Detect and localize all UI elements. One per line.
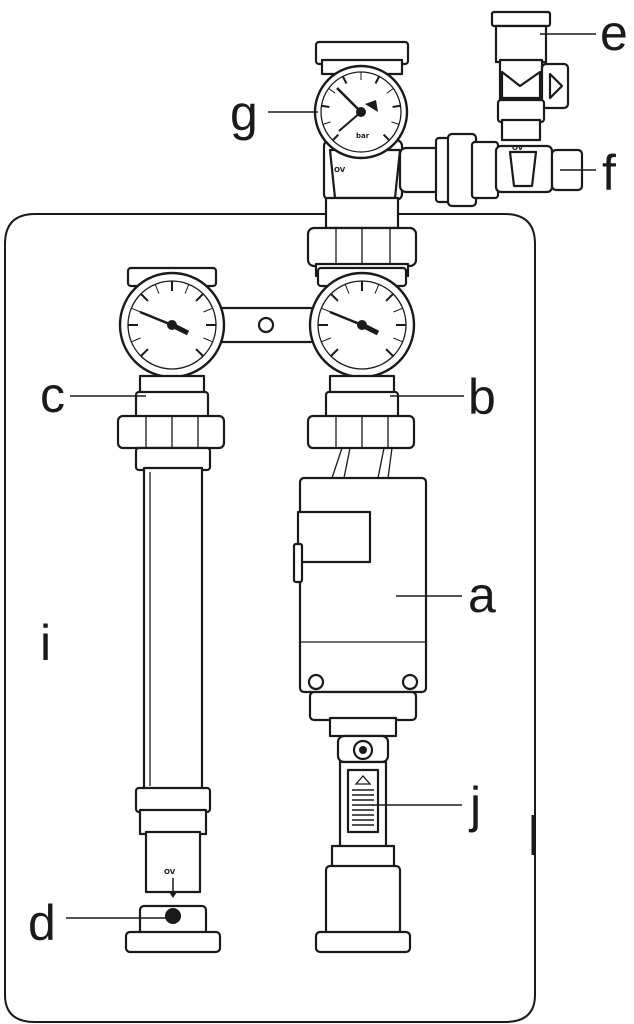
label-e: e	[600, 5, 628, 61]
flow-meter	[314, 734, 412, 954]
dial-tick	[328, 88, 336, 94]
dial-tick	[385, 293, 394, 302]
pressure-gauge-ticks	[321, 72, 401, 141]
thermometer-return	[116, 266, 226, 450]
dial-tick	[332, 133, 340, 141]
dial-tick	[385, 348, 394, 357]
dial-tick	[344, 284, 350, 294]
dial-tick	[382, 133, 390, 141]
dial-tick	[392, 104, 401, 108]
dial-tick	[184, 284, 190, 294]
thermometer-needle-return	[139, 310, 173, 327]
circulation-pump	[292, 447, 428, 738]
cross-bracket	[216, 306, 316, 344]
dial-tick	[321, 104, 330, 108]
pump-motor-housing	[298, 476, 428, 694]
label-d: d	[28, 895, 56, 951]
dial-tick	[195, 293, 204, 302]
insulation-shell-outline	[4, 213, 536, 1023]
dial-tick	[140, 348, 149, 357]
dial-tick	[154, 284, 160, 294]
return-pipe: OV	[124, 446, 222, 954]
pump-control-box	[296, 510, 372, 564]
dial-tick	[374, 75, 381, 84]
label-c: c	[40, 367, 65, 423]
dial-tick	[330, 293, 339, 302]
dial-tick	[131, 307, 141, 313]
dial-tick	[203, 337, 213, 343]
dial-tick	[321, 307, 331, 313]
thermometer-flow	[306, 266, 416, 450]
dial-tick	[393, 307, 403, 313]
dial-tick	[140, 293, 149, 302]
dial-tick	[131, 337, 141, 343]
check-valve-marking-top: OV	[334, 166, 346, 174]
dial-tick	[391, 121, 400, 125]
dial-tick	[386, 88, 394, 94]
dial-tick	[203, 307, 213, 313]
label-i: i	[40, 615, 51, 671]
pressure-gauge-needle	[336, 87, 362, 113]
label-b: b	[468, 369, 496, 425]
label-j: j	[468, 777, 481, 833]
dial-tick	[321, 337, 331, 343]
safety-valve	[490, 10, 570, 142]
side-connection: OV	[398, 132, 584, 208]
dial-tick	[322, 121, 331, 125]
drain-valve-knob	[165, 908, 181, 924]
dial-tick	[393, 337, 403, 343]
pressure-gauge-assembly: OV bar	[313, 40, 410, 230]
gauge-unit-text: bar	[356, 132, 370, 140]
thermometer-needle-flow	[329, 310, 363, 327]
label-f: f	[602, 145, 616, 201]
label-a: a	[468, 567, 496, 623]
label-g: g	[230, 85, 258, 141]
dial-tick	[374, 284, 380, 294]
dial-tick	[195, 348, 204, 357]
dial-tick	[341, 75, 348, 84]
check-valve-marking-side: OV	[512, 144, 524, 152]
check-valve-marking-bottom: OV	[164, 868, 176, 876]
dial-tick	[330, 348, 339, 357]
